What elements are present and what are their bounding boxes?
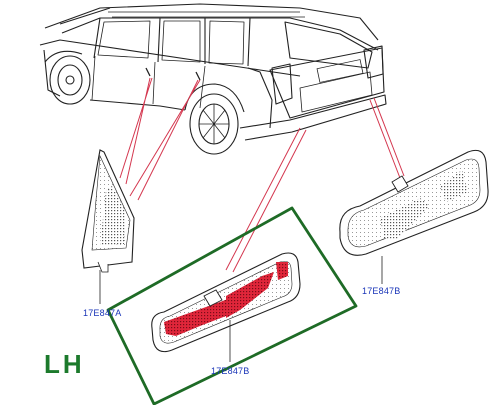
- leader-lines: [119, 77, 405, 273]
- part-a-reflector: [81, 149, 135, 273]
- side-badge: LH: [44, 349, 85, 379]
- part-label-a: 17E847A: [83, 308, 122, 318]
- part-b-highlighted-reflector: [151, 252, 301, 353]
- part-label-b: 17E847B: [362, 286, 401, 296]
- highlight-frame: [106, 206, 358, 405]
- part-b-reflector: [339, 149, 489, 256]
- part-label-highlighted: 17E847B: [211, 366, 250, 376]
- vehicle-illustration: [39, 3, 387, 155]
